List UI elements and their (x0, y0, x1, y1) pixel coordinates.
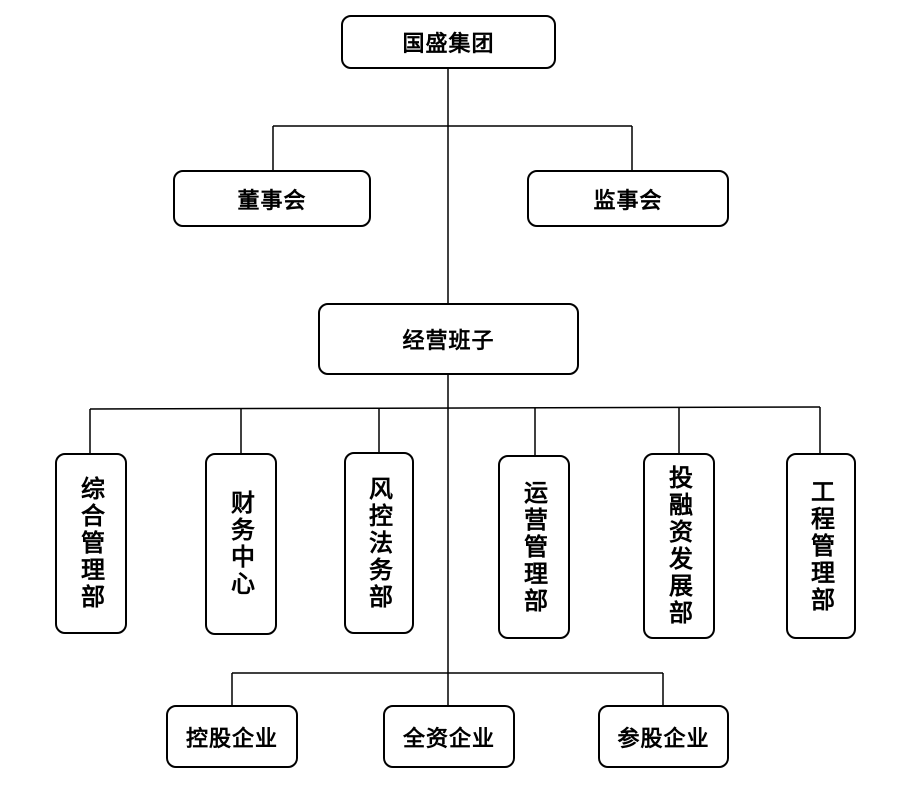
supervisory-node: 监事会 (527, 170, 729, 227)
enterprise-label: 控股企业 (185, 726, 278, 752)
root-node: 国盛集团 (341, 15, 556, 69)
department-node: 综合管理部 (55, 453, 127, 634)
enterprise-label: 参股企业 (617, 726, 710, 752)
root-label: 国盛集团 (402, 32, 495, 57)
board-node: 董事会 (173, 170, 371, 227)
department-node: 工程管理部 (786, 453, 856, 639)
department-label: 财务中心 (226, 490, 255, 598)
enterprise-node: 全资企业 (383, 705, 515, 768)
department-node: 运营管理部 (498, 455, 570, 639)
department-node: 风控法务部 (344, 452, 414, 634)
departments-branch-line (89, 406, 821, 410)
management-label: 经营班子 (402, 329, 495, 354)
supervisory-label: 监事会 (593, 188, 663, 214)
department-label: 运营管理部 (519, 479, 548, 615)
enterprise-label: 全资企业 (402, 726, 495, 752)
department-node: 财务中心 (205, 453, 277, 635)
department-label: 综合管理部 (76, 476, 105, 611)
board-label: 董事会 (237, 188, 307, 214)
enterprise-node: 参股企业 (598, 705, 729, 768)
department-label: 风控法务部 (364, 475, 393, 611)
enterprise-node: 控股企业 (166, 705, 298, 768)
department-node: 投融资发展部 (643, 453, 715, 639)
management-node: 经营班子 (318, 303, 579, 375)
department-label: 投融资发展部 (664, 465, 693, 627)
department-label: 工程管理部 (806, 478, 835, 614)
